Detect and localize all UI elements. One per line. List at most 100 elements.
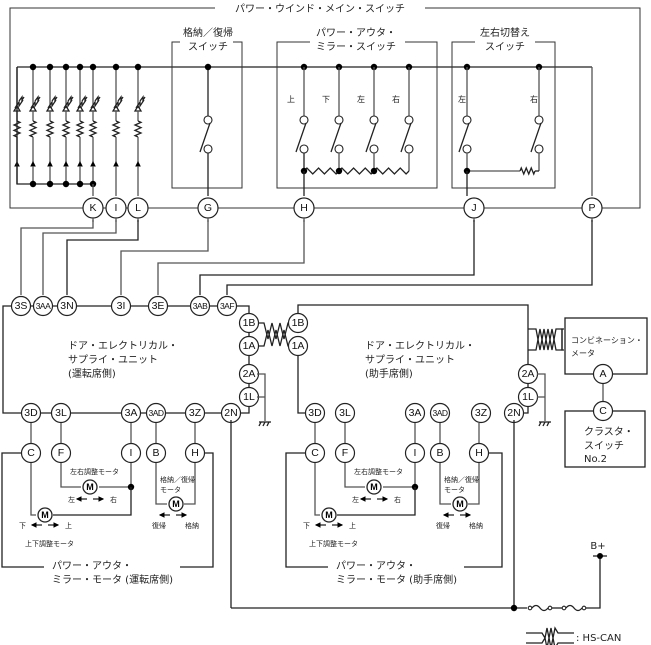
junction-dot: [62, 180, 70, 188]
wire: [53, 487, 132, 516]
pin-label: 1B: [243, 317, 256, 329]
pin-cluster-c: [592, 400, 614, 422]
resistor-icon: [373, 167, 410, 175]
junction-dot: [76, 63, 84, 71]
pin-label: I: [414, 447, 417, 459]
light-emission-icon: [30, 99, 40, 109]
passenger-unit-frame-top-right: [297, 304, 529, 414]
cluster-switch-title-3: No.2: [584, 454, 607, 465]
wire: [30, 463, 36, 516]
pin-label: B: [152, 447, 159, 459]
wire: [314, 463, 320, 516]
passenger-unit-frame-left: [297, 356, 305, 414]
junction-dot: [370, 167, 378, 175]
storage-switch-frame: [171, 41, 243, 189]
select-switch-contact: 左: [458, 63, 472, 171]
illumination-row: [88, 63, 101, 184]
diode-icon: [135, 160, 141, 167]
driver-unit-bottom-pin: [50, 402, 72, 424]
wire: [468, 463, 480, 505]
motor-pin: [120, 442, 142, 464]
ud-motor-label: 上下調整モータ: [309, 539, 358, 548]
driver-unit-title-3: (運転席側): [68, 367, 116, 380]
diode-icon: [113, 160, 119, 167]
passenger-unit-bottom-pin: [334, 402, 356, 424]
select-switch-contact: 右: [530, 63, 544, 171]
light-emission-icon: [34, 95, 41, 103]
illumination-row: [111, 63, 124, 196]
pin-label: 3A: [125, 407, 138, 419]
wire-j-3ab: [199, 220, 475, 295]
switch-blade: [295, 122, 307, 153]
cluster-switch-title-2: スイッチ: [584, 440, 624, 452]
mirror-switch-contact: 上: [287, 63, 309, 171]
hs-can-to-meter: [528, 328, 564, 351]
resistor-icon: [61, 120, 71, 138]
wire: [184, 463, 196, 505]
motor-frame: [285, 452, 328, 568]
pin-label: 3Z: [475, 407, 488, 419]
motor-pin: [184, 442, 206, 464]
illumination-row: [133, 63, 146, 196]
mirror-switch-contact: 右: [392, 63, 414, 171]
pin-label: 2A: [522, 368, 535, 380]
mirror-motor-title-2: ミラー・モータ (運転席側): [52, 573, 173, 586]
driver-unit-title-2: サプライ・ユニット: [68, 354, 158, 366]
arrowhead-icon: [442, 512, 472, 518]
switch-contact: [404, 144, 414, 154]
switch-contact: [534, 115, 544, 125]
motor-pin: [50, 442, 72, 464]
mirror-switch-title-2: ミラー・スイッチ: [316, 41, 396, 53]
junction-dot: [29, 180, 37, 188]
pin-label: 3A: [409, 407, 422, 419]
passenger-unit-bottom-pin: [404, 402, 426, 424]
light-emission-icon: [18, 95, 25, 103]
wire: [439, 463, 451, 505]
switch-contact: [462, 144, 472, 154]
pin-label: 3N: [60, 300, 73, 312]
fuse-icon: [561, 604, 587, 612]
wire: [155, 463, 167, 505]
pin-meter-a: [592, 363, 614, 385]
light-emission-icon: [117, 95, 124, 103]
pin-label: 3S: [15, 300, 28, 312]
switch-contact: [299, 115, 309, 125]
junction-dot: [335, 167, 343, 175]
mirror-motor-title-2: ミラー・モータ (助手席側): [336, 573, 457, 586]
diode-icon: [77, 160, 83, 167]
illumination-rows: [12, 63, 146, 196]
arrowhead-icon: [30, 522, 60, 528]
direction-label: 右: [110, 495, 117, 504]
light-emission-icon: [81, 95, 88, 103]
storage-switch-title-2: スイッチ: [188, 41, 228, 53]
switch-blade: [400, 122, 412, 153]
illumination-row: [45, 63, 58, 184]
light-emission-icon: [94, 95, 101, 103]
direction-label: 格納: [185, 521, 199, 530]
switch-contact: [299, 144, 309, 154]
motor-pin: [404, 442, 426, 464]
pin-label: 3D: [24, 407, 38, 419]
contact-label: 左: [357, 94, 365, 104]
hs-can-legend-icon: [526, 626, 574, 640]
driver-unit-top-pin: [216, 295, 238, 317]
driver-unit-title-1: ドア・エレクトリカル・: [68, 340, 178, 352]
ud-motor-label: 上下調整モータ: [25, 539, 74, 548]
mirror-switch: パワー・アウタ・ ミラー・スイッチ 上下左右: [276, 27, 438, 196]
illumination-row: [61, 63, 74, 184]
ground-wire: [537, 373, 546, 421]
pin-label: 2A: [243, 368, 256, 380]
motor-symbol: M: [456, 499, 464, 509]
mirror-switch-frame: [276, 41, 438, 189]
driver-unit-top-pin: [110, 295, 132, 317]
illumination-row: [28, 63, 41, 184]
hs-can-legend-icon: [526, 636, 574, 645]
main-switch-frame: [9, 7, 641, 209]
driver-unit-frame-left: [2, 305, 21, 414]
junction-dot: [510, 604, 518, 612]
diode-icon: [30, 160, 36, 167]
arrowhead-icon: [75, 496, 105, 502]
motor-pin: [145, 442, 167, 464]
